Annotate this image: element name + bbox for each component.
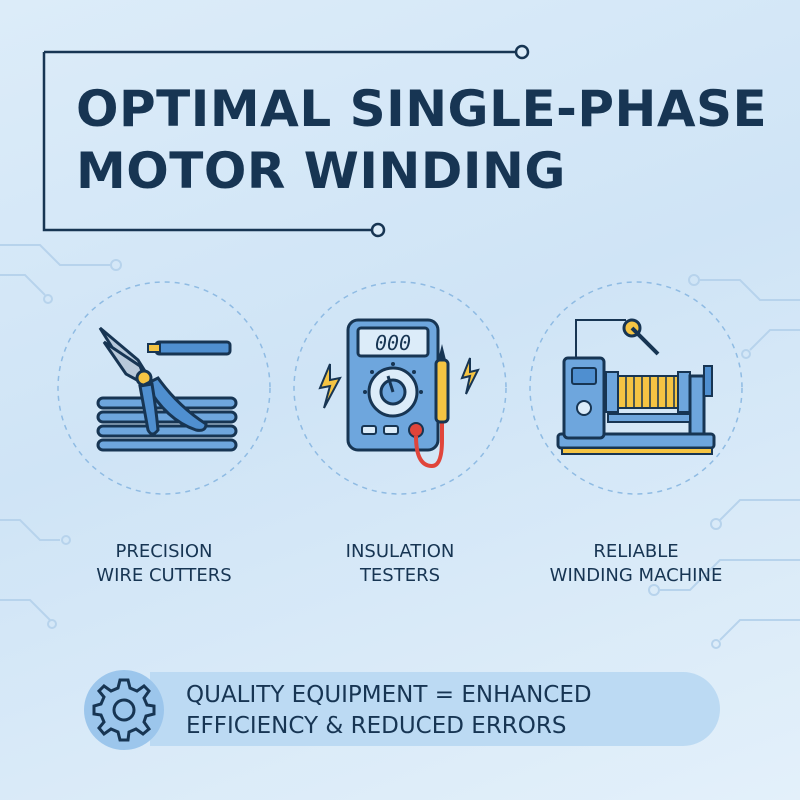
- insulation-tester-icon: 000: [293, 281, 507, 495]
- winding-machine-icon: [529, 281, 743, 495]
- insulation-tester-card: 000: [292, 280, 508, 496]
- winding-machine-caption: RELIABLE WINDING MACHINE: [516, 540, 756, 588]
- banner-text: QUALITY EQUIPMENT = ENHANCED EFFICIENCY …: [186, 680, 706, 742]
- insulation-tester-caption-line-2: TESTERS: [359, 565, 441, 586]
- wire-cutters-caption: PRECISION WIRE CUTTERS: [44, 540, 284, 588]
- page-title: OPTIMAL SINGLE-PHASE MOTOR WINDING: [76, 78, 776, 202]
- gear-icon: [84, 670, 164, 750]
- meter-display: 000: [375, 331, 411, 355]
- summary-banner: [150, 672, 720, 746]
- insulation-tester-caption: INSULATION TESTERS: [280, 540, 520, 588]
- wire-cutters-caption-line-1: PRECISION: [115, 541, 213, 562]
- insulation-tester-caption-line-1: INSULATION: [345, 541, 455, 562]
- banner-line-1: QUALITY EQUIPMENT = ENHANCED: [186, 682, 592, 708]
- wire-cutters-icon: [57, 281, 271, 495]
- winding-machine-caption-line-1: RELIABLE: [593, 541, 679, 562]
- wire-cutters-card: [56, 280, 272, 496]
- title-line-2: MOTOR WINDING: [76, 142, 566, 200]
- wire-cutters-caption-line-2: WIRE CUTTERS: [96, 565, 232, 586]
- gear-badge: [82, 668, 166, 752]
- title-frame: [42, 44, 530, 238]
- winding-machine-card: [528, 280, 744, 496]
- winding-machine-caption-line-2: WINDING MACHINE: [549, 565, 723, 586]
- title-line-1: OPTIMAL SINGLE-PHASE: [76, 80, 768, 138]
- banner-line-2: EFFICIENCY & REDUCED ERRORS: [186, 713, 567, 739]
